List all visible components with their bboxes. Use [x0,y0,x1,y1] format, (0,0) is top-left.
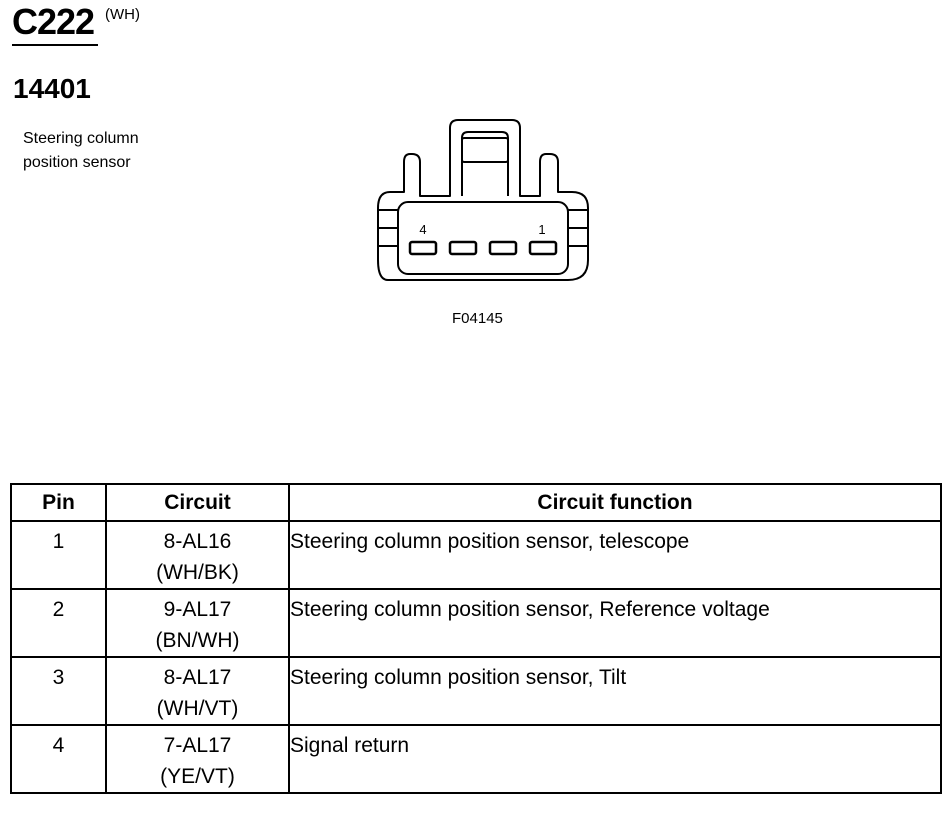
circuit-number: 9-AL17 [163,598,232,621]
circuit-number: 8-AL17 [163,666,232,689]
connector-id-underline [12,44,98,46]
circuit-color: (WH/VT) [156,697,239,720]
circuit-cell: 9-AL17 (BN/WH) [105,588,290,658]
component-name-line-2: position sensor [23,154,131,171]
circuit-color: (WH/BK) [156,561,239,584]
connector-latch-inner [461,131,509,196]
circuit-cell: 8-AL16 (WH/BK) [105,520,290,590]
connector-terminal-face [397,201,569,275]
connector-id: C222 [12,1,95,42]
circuit-cell: 7-AL17 (YE/VT) [105,724,290,794]
function-cell: Steering column position sensor, Tilt [288,656,942,726]
figure-code: F04145 [452,310,503,327]
component-name-line-1: Steering column [23,130,139,147]
circuit-number: 7-AL17 [163,734,232,757]
terminal-1 [528,240,558,256]
pin-cell: 4 [10,724,107,794]
circuit-cell: 8-AL17 (WH/VT) [105,656,290,726]
connector-latch-bar [461,137,509,163]
table-row: 4 7-AL17 (YE/VT) Signal return [10,724,942,794]
header-circuit: Circuit [105,483,290,522]
pin-label-left: 4 [419,222,426,237]
connector-housing-outline [377,119,589,281]
connector-face-diagram: 4 1 [377,119,589,281]
pin-cell: 3 [10,656,107,726]
connector-color: (WH) [105,6,140,23]
header-circuit-function: Circuit function [288,483,942,522]
part-number: 14401 [13,73,91,104]
table-header-row: Pin Circuit Circuit function [10,483,942,522]
table-row: 2 9-AL17 (BN/WH) Steering column positio… [10,588,942,658]
function-cell: Steering column position sensor, Referen… [288,588,942,658]
terminal-2 [488,240,518,256]
pin-cell: 1 [10,520,107,590]
terminal-3 [448,240,478,256]
header-pin: Pin [10,483,107,522]
circuit-color: (BN/WH) [155,629,240,652]
pinout-table: Pin Circuit Circuit function 1 8-AL16 (W… [10,483,942,794]
table-row: 3 8-AL17 (WH/VT) Steering column positio… [10,656,942,726]
pin-label-right: 1 [538,222,545,237]
pin-cell: 2 [10,588,107,658]
component-name: Steering column position sensor [23,127,183,175]
circuit-color: (YE/VT) [160,765,235,788]
terminal-4 [408,240,438,256]
circuit-number: 8-AL16 [163,530,232,553]
function-cell: Steering column position sensor, telesco… [288,520,942,590]
function-cell: Signal return [288,724,942,794]
table-row: 1 8-AL16 (WH/BK) Steering column positio… [10,520,942,590]
